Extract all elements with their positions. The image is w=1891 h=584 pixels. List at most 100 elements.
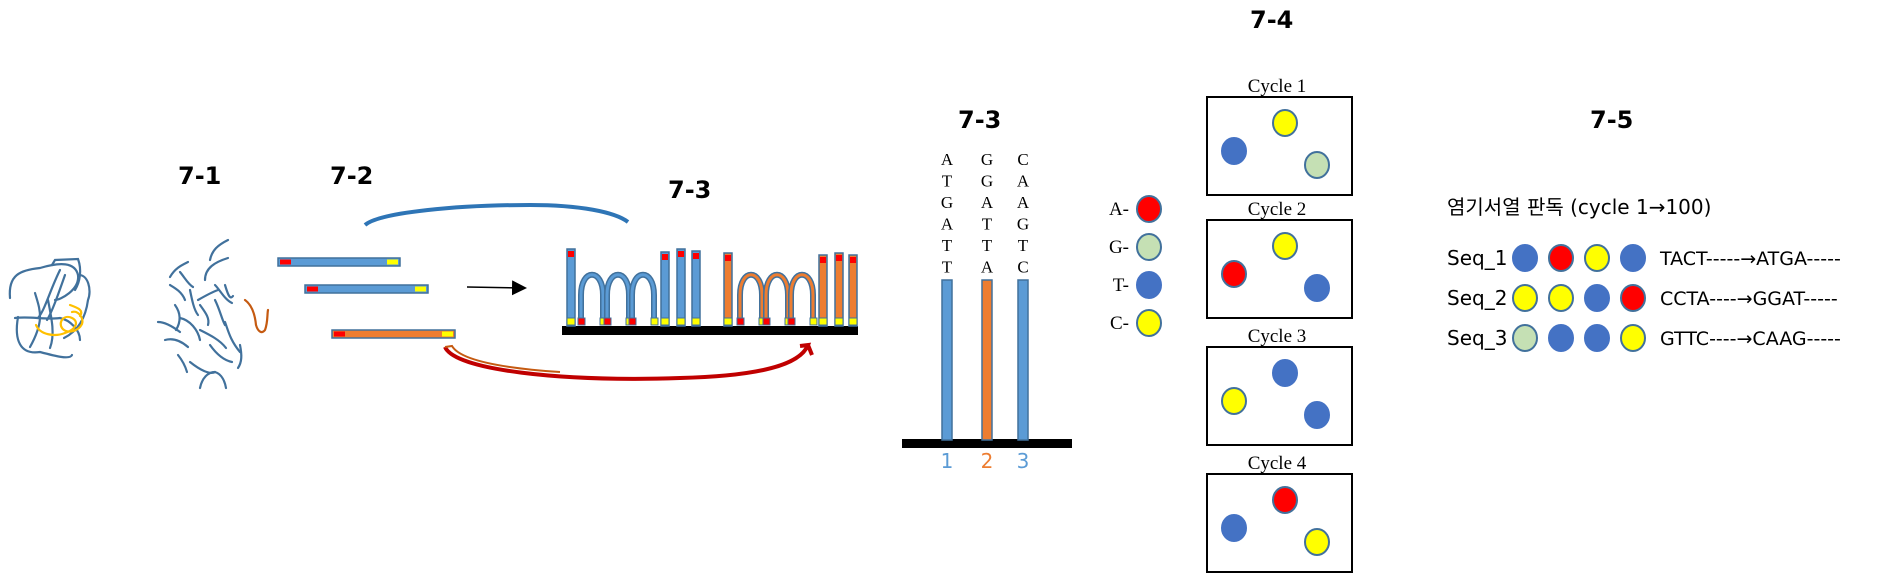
cluster-base: A (981, 193, 994, 212)
adapter-yellow (660, 317, 670, 326)
sequence-read: GTTC----→CAAG----- (1660, 328, 1841, 350)
cluster-base: A (941, 215, 954, 234)
adapter-red (568, 251, 574, 257)
sequence-label: Seq_3 (1447, 326, 1507, 350)
strand-pillar (660, 251, 670, 327)
cluster-base: C (1017, 150, 1028, 169)
adapter-red (678, 251, 684, 257)
cluster-spot-T (1304, 274, 1330, 302)
adapter-red (850, 257, 856, 263)
red-arrow-tail (444, 344, 561, 373)
adapter-red (787, 317, 796, 326)
cluster-base: C (1017, 258, 1028, 277)
read-dot-G (1512, 324, 1538, 352)
read-dot-T (1512, 244, 1538, 272)
cluster-base: T (942, 236, 953, 255)
read-dot-T (1584, 284, 1610, 312)
cluster-base: A (1017, 193, 1030, 212)
process-arrow-icon (466, 280, 527, 296)
dna-fragment (331, 329, 456, 339)
legend-dot-C (1136, 309, 1162, 337)
sequence-label: Seq_2 (1447, 286, 1507, 310)
read-heading: 염기서열 판독 (cycle 1→100) (1447, 195, 1711, 219)
cluster-spot-T (1221, 137, 1247, 165)
cluster-spot-T (1304, 401, 1330, 429)
bridge-arch-inner (605, 273, 631, 322)
adapter-red (662, 254, 668, 260)
cycle-label: Cycle 2 (1248, 199, 1307, 220)
adapter-yellow (691, 317, 701, 326)
cluster-spot-A (1272, 486, 1298, 514)
adapter-yellow (387, 259, 398, 265)
cycle-label: Cycle 4 (1248, 453, 1307, 474)
sequence-read: TACT-----→ATGA----- (1659, 248, 1841, 270)
dna-fragment (304, 284, 429, 294)
strand-pillar (848, 254, 858, 327)
adapter-red (334, 331, 345, 337)
adapter-yellow (442, 331, 453, 337)
cluster-base: G (981, 172, 993, 191)
read-dot-A (1620, 284, 1646, 312)
cluster-number: 3 (1017, 449, 1030, 473)
adapter-red (725, 255, 731, 261)
strand-pillar (691, 250, 701, 327)
legend-label: C- (1110, 313, 1129, 334)
cluster-spot-T (1221, 514, 1247, 542)
adapter-yellow (723, 317, 733, 326)
strand-pillar (723, 252, 733, 327)
cluster-base: T (982, 236, 993, 255)
red-curved-arrow-icon (443, 342, 814, 381)
adapter-red (736, 317, 745, 326)
dna-fragment (277, 257, 401, 267)
adapter-yellow (566, 317, 576, 326)
bridge-arch-inner (579, 273, 605, 322)
flow-cell-bridge-amplification (562, 248, 858, 335)
cluster-base: A (981, 258, 994, 277)
strand-pillar (566, 248, 576, 327)
panel-7-3b-title: 7-3 (958, 106, 1001, 134)
dna-tangle-icon (8, 257, 91, 359)
cluster-spot-G (1304, 151, 1330, 179)
cluster-spot-T (1272, 359, 1298, 387)
highlighted-fragment-icon (34, 303, 84, 336)
bridge-arch-inner (764, 273, 790, 322)
cluster-strand (981, 279, 993, 441)
bridge-arch-inner (789, 273, 815, 322)
read-dot-T (1620, 244, 1646, 272)
cluster-base: T (982, 215, 993, 234)
cluster-strand (941, 279, 953, 441)
adapter-red (628, 317, 637, 326)
sequence-read: CCTA----→GGAT----- (1660, 288, 1838, 310)
adapter-red (307, 286, 318, 292)
cluster-base: G (941, 193, 953, 212)
cluster-base: T (942, 172, 953, 191)
cluster-spot-A (1221, 260, 1247, 288)
adapter-red (280, 259, 291, 265)
adapter-ligated-fragments (277, 257, 456, 339)
cluster-spot-C (1304, 528, 1330, 556)
strand-pillar (834, 252, 844, 327)
base-color-legend: A-G-T-C- (1109, 195, 1162, 337)
blue-curved-arrow-icon (363, 202, 630, 227)
adapter-yellow (848, 317, 858, 326)
read-dot-C (1620, 324, 1646, 352)
legend-dot-G (1136, 233, 1162, 261)
cluster-number: 1 (941, 449, 954, 473)
flow-cell-surface (902, 439, 1072, 448)
read-dot-T (1548, 324, 1574, 352)
cluster-base: A (941, 150, 954, 169)
read-dot-T (1584, 324, 1610, 352)
adapter-yellow (818, 317, 828, 326)
read-dot-C (1584, 244, 1610, 272)
adapter-yellow (809, 317, 818, 326)
adapter-red (577, 317, 586, 326)
cycle-label: Cycle 3 (1248, 326, 1307, 347)
adapter-yellow (415, 286, 426, 292)
cluster-spot-C (1272, 109, 1298, 137)
adapter-yellow (676, 317, 686, 326)
read-dot-C (1548, 284, 1574, 312)
adapter-red (762, 317, 771, 326)
